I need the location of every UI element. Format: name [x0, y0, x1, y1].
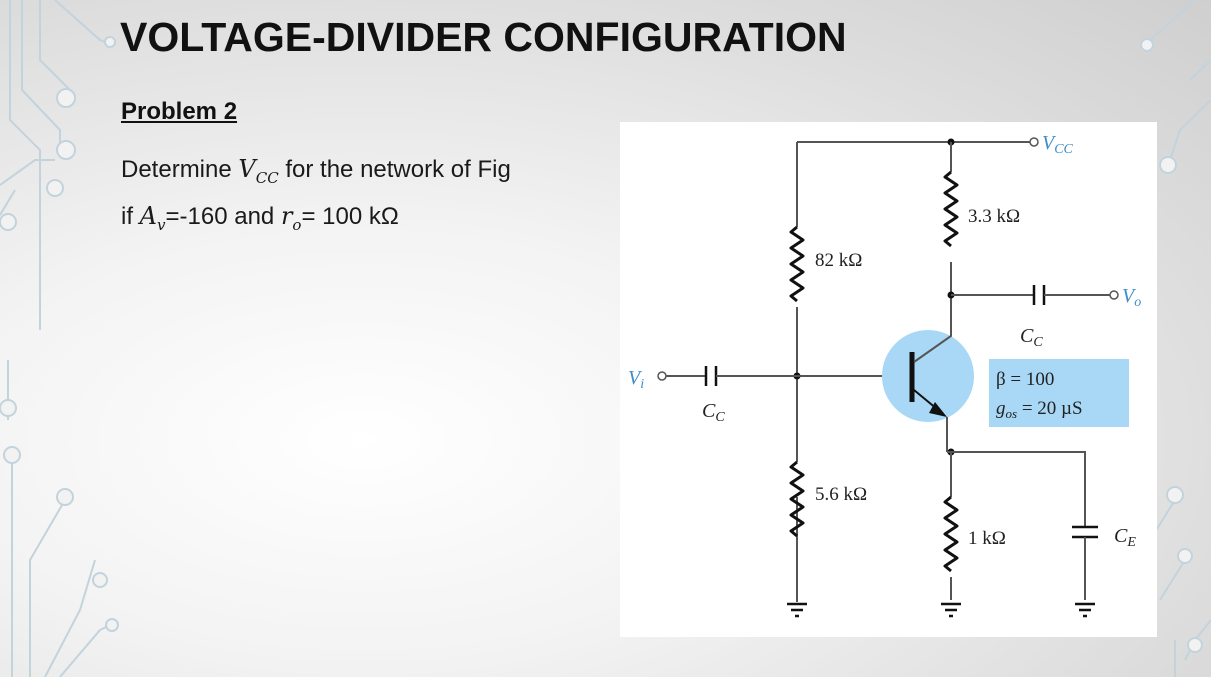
- slide-title: VOLTAGE-DIVIDER CONFIGURATION: [120, 14, 847, 60]
- resistor-5-6k-icon: [789, 460, 805, 538]
- vcc-var: V: [238, 155, 256, 183]
- re-label: 1 kΩ: [968, 528, 1006, 549]
- problem-text-line-1: Determine VCC for the network of Fig: [121, 155, 511, 187]
- vo-terminal: [1109, 290, 1119, 300]
- resistor-1k-icon: [943, 495, 959, 573]
- beta-label: β = 100: [996, 369, 1054, 390]
- ro-var: r: [280, 202, 293, 230]
- ro-subscript: o: [292, 215, 302, 234]
- voltage-divider-circuit-diagram: VCC 82 kΩ 5.6 kΩ 3.3 kΩ 1 kΩ Vo Vi CC CC…: [628, 132, 1141, 618]
- av-var: A: [139, 202, 158, 230]
- vcc-label: VCC: [1042, 132, 1074, 157]
- input-capacitor-icon: [704, 366, 718, 386]
- ground-left-icon: [787, 602, 807, 618]
- rc-label: 3.3 kΩ: [968, 206, 1020, 227]
- line2-suffix: = 100 kΩ: [301, 203, 399, 230]
- vcc-terminal: [1029, 137, 1039, 147]
- emitter-to-ce-wire: [951, 451, 1086, 527]
- problem-label: Problem 2: [121, 98, 238, 125]
- bypass-capacitor-icon: [1072, 525, 1098, 539]
- output-capacitor-icon: [1032, 285, 1046, 305]
- ce-label: CE: [1114, 525, 1136, 550]
- ground-emitter-icon: [941, 602, 961, 618]
- vi-terminal: [657, 371, 667, 381]
- output-cc-label: CC: [1020, 325, 1043, 350]
- ground-ce-icon: [1075, 602, 1095, 618]
- line2-prefix: if: [121, 203, 140, 230]
- vcc-symbol: VCC: [238, 155, 278, 187]
- input-cc-label: CC: [702, 400, 725, 425]
- line1-suffix: for the network of Fig: [278, 156, 511, 183]
- vo-label: Vo: [1122, 285, 1141, 310]
- ro-symbol: ro: [280, 202, 302, 234]
- resistor-82k-icon: [789, 225, 805, 303]
- av-symbol: Av: [139, 202, 166, 234]
- vi-label: Vi: [628, 367, 644, 392]
- parameter-box: [989, 359, 1129, 427]
- problem-text-line-2: if Av=-160 and ro= 100 kΩ: [121, 202, 399, 234]
- vcc-subscript: CC: [255, 168, 279, 187]
- emitter-arrow-icon: [929, 402, 947, 417]
- resistor-3-3k-icon: [943, 170, 959, 248]
- r2-label: 5.6 kΩ: [815, 484, 867, 505]
- av-subscript: v: [157, 215, 166, 234]
- r1-label: 82 kΩ: [815, 250, 862, 271]
- transistor-highlight: [882, 330, 974, 422]
- gos-label: gos = 20 µS: [996, 398, 1083, 421]
- line2-mid: =-160 and: [165, 203, 281, 230]
- line1-prefix: Determine: [121, 156, 239, 183]
- circuit-figure-panel: VCC 82 kΩ 5.6 kΩ 3.3 kΩ 1 kΩ Vo Vi CC CC…: [620, 122, 1157, 637]
- re-upper-wire: [947, 451, 952, 497]
